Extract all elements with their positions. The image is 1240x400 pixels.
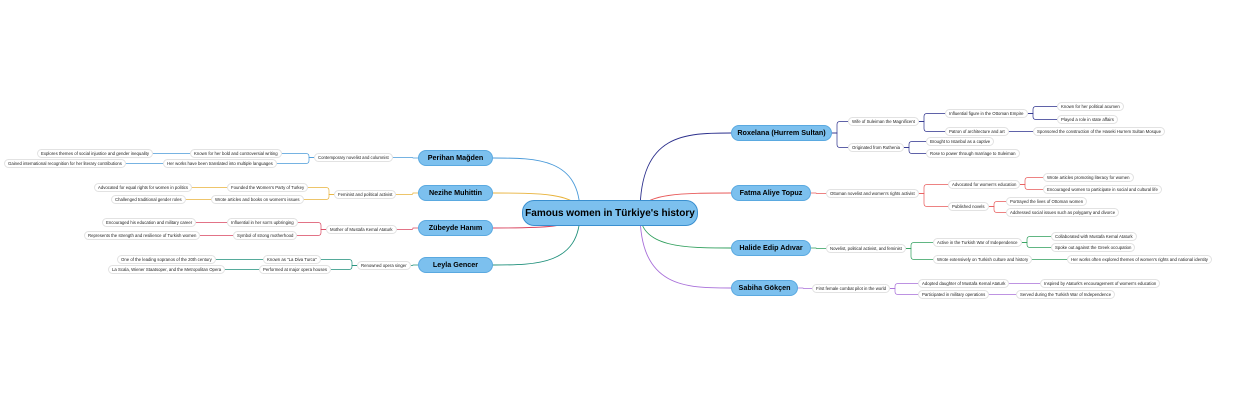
zubeyde-symbol[interactable]: Symbol of strong motherhood [233,231,298,240]
rox-originated[interactable]: Originated from Ruthenia [848,143,905,152]
connector-halide-collaborated [1022,236,1051,243]
fatma-advocated[interactable]: Advocated for women's education [948,180,1021,189]
connector-rox-patron [919,121,945,132]
connector-rox-captive [904,141,926,148]
connector-branch-perihan [492,157,581,214]
connector-rox-wife [832,121,848,134]
zubeyde-mother[interactable]: Mother of Mustafa Kemal Ataturk [326,225,397,234]
connector-fatma-wrote-literacy [1020,177,1043,185]
leyla-singer[interactable]: Renowned opera singer [357,261,411,270]
fatma-wrote-literacy[interactable]: Wrote articles promoting literacy for wo… [1043,173,1134,182]
connector-leyla-singer [411,264,418,266]
branch-roxelana[interactable]: Roxelana (Hurrem Sultan) [731,125,832,141]
leyla-leading[interactable]: One of the leading sopranos of the 20th … [117,255,216,264]
fatma-encouraged[interactable]: Encouraged women to participate in socia… [1043,185,1162,194]
connector-zubeyde-influential [298,222,326,230]
branch-zubeyde[interactable]: Zübeyde Hanım [418,220,493,236]
halide-wrote[interactable]: Wrote extensively on Turkish culture and… [933,255,1033,264]
zubeyde-represents[interactable]: Represents the strength and resilience o… [84,231,201,240]
root-node[interactable]: Famous women in Türkiye's history [522,200,698,226]
connector-sabiha-pilot [798,287,812,289]
perihan-gained[interactable]: Gained international recognition for her… [4,159,126,168]
perihan-explores[interactable]: Explores themes of social injustice and … [37,149,153,158]
connector-rox-state-affairs [1028,113,1057,120]
connector-fatma-portrayed [989,201,1006,207]
branch-sabiha[interactable]: Sabiha Gökçen [731,280,798,296]
connector-zubeyde-mother [397,227,418,230]
halide-spoke[interactable]: Spoke out against the Greek occupation [1051,243,1136,252]
nezihe-challenged[interactable]: Challenged traditional gender roles [111,195,186,204]
perihan-novelist[interactable]: Contemporary novelist and columnist [314,153,393,162]
nezihe-wrote[interactable]: Wrote articles and books on women's issu… [211,195,304,204]
fatma-published[interactable]: Published novels [948,202,989,211]
connector-nezihe-feminist [396,192,418,195]
leyla-scala[interactable]: La Scala, Wiener Staatsoper, and the Met… [108,265,226,274]
connector-rox-originated [832,132,848,148]
halide-collaborated[interactable]: Collaborated with Mustafa Kemal Ataturk [1051,232,1137,241]
sabiha-adopted[interactable]: Adopted daughter of Mustafa Kemal Atatur… [918,279,1010,288]
fatma-portrayed[interactable]: Portrayed the lives of Ottoman women [1006,197,1088,206]
halide-explored[interactable]: Her works often explored themes of women… [1067,255,1212,264]
connector-rox-known-political [1028,106,1057,114]
connector-branch-roxelana [639,132,732,214]
rox-rose[interactable]: Rose to power through marriage to Suleim… [926,149,1020,158]
halide-novelist[interactable]: Novelist, political activist, and femini… [826,244,906,253]
connector-perihan-novelist [393,157,418,159]
zubeyde-encouraged[interactable]: Encouraged his education and military ca… [102,218,197,227]
connector-halide-spoke [1022,242,1051,248]
halide-active[interactable]: Active in the Turkish War of Independenc… [933,238,1022,247]
rox-mosque[interactable]: Sponsored the construction of the Haseki… [1033,127,1165,136]
connector-perihan-translated [277,157,314,164]
sabiha-inspired[interactable]: Inspired by Ataturk's encouragement of w… [1040,279,1161,288]
connector-halide-novelist [811,247,826,249]
fatma-novelist[interactable]: Ottoman novelist and women's rights acti… [826,189,919,198]
connector-nezihe-founded [308,187,334,195]
connector-fatma-novelist [811,192,826,194]
zubeyde-influential[interactable]: Influential in her son's upbringing [227,218,298,227]
branch-leyla[interactable]: Leyla Gencer [418,257,493,273]
connector-fatma-encouraged [1020,184,1043,190]
connector-halide-wrote [906,248,933,260]
connector-perihan-known [282,153,314,158]
sabiha-served[interactable]: Served during the Turkish War of Indepen… [1016,290,1116,299]
connector-branch-leyla [492,212,581,266]
rox-known-political[interactable]: Known for her political acumen [1057,102,1124,111]
branch-halide[interactable]: Halide Edip Adıvar [731,240,811,256]
nezihe-feminist[interactable]: Feminist and political activist [334,190,397,199]
connector-rox-influential [919,113,945,122]
connector-halide-active [906,242,933,249]
branch-perihan[interactable]: Perihan Mağden [418,150,493,166]
branch-nezihe[interactable]: Nezihe Muhittin [418,185,493,201]
sabiha-pilot[interactable]: First female combat pilot in the world [812,284,890,293]
rox-state-affairs[interactable]: Played a role in state affairs [1057,115,1118,124]
connector-fatma-addressed [989,206,1006,213]
nezihe-founded[interactable]: Founded the Women's Party of Turkey [227,183,309,192]
perihan-translated[interactable]: Her works have been translated into mult… [163,159,277,168]
nezihe-advocated[interactable]: Advocated for equal rights for women in … [94,183,193,192]
branch-fatma[interactable]: Fatma Aliye Topuz [731,185,811,201]
connector-nezihe-wrote [304,194,334,200]
perihan-known[interactable]: Known for her bold and controversial wri… [190,149,282,158]
rox-influential[interactable]: Influential figure in the Ottoman Empire [945,109,1028,118]
connector-zubeyde-symbol [297,229,326,236]
connector-leyla-performed [331,265,357,270]
connector-leyla-known [321,259,357,266]
rox-wife[interactable]: Wife of Suleiman the Magnificent [848,117,919,126]
leyla-performed[interactable]: Performed at major opera houses [259,265,332,274]
connector-branch-sabiha [639,212,732,289]
connector-sabiha-adopted [890,283,918,289]
connector-sabiha-participated [890,288,918,295]
fatma-addressed[interactable]: Addressed social issues such as polygamy… [1006,208,1120,217]
leyla-known[interactable]: Known as "La Diva Turca" [263,255,321,264]
rox-patron[interactable]: Patron of architecture and art [945,127,1009,136]
rox-captive[interactable]: Brought to Istanbul as a captive [926,137,995,146]
connector-rox-rose [904,147,926,154]
sabiha-participated[interactable]: Participated in military operations [918,290,990,299]
connector-fatma-advocated [919,184,948,194]
connector-fatma-published [919,193,948,207]
